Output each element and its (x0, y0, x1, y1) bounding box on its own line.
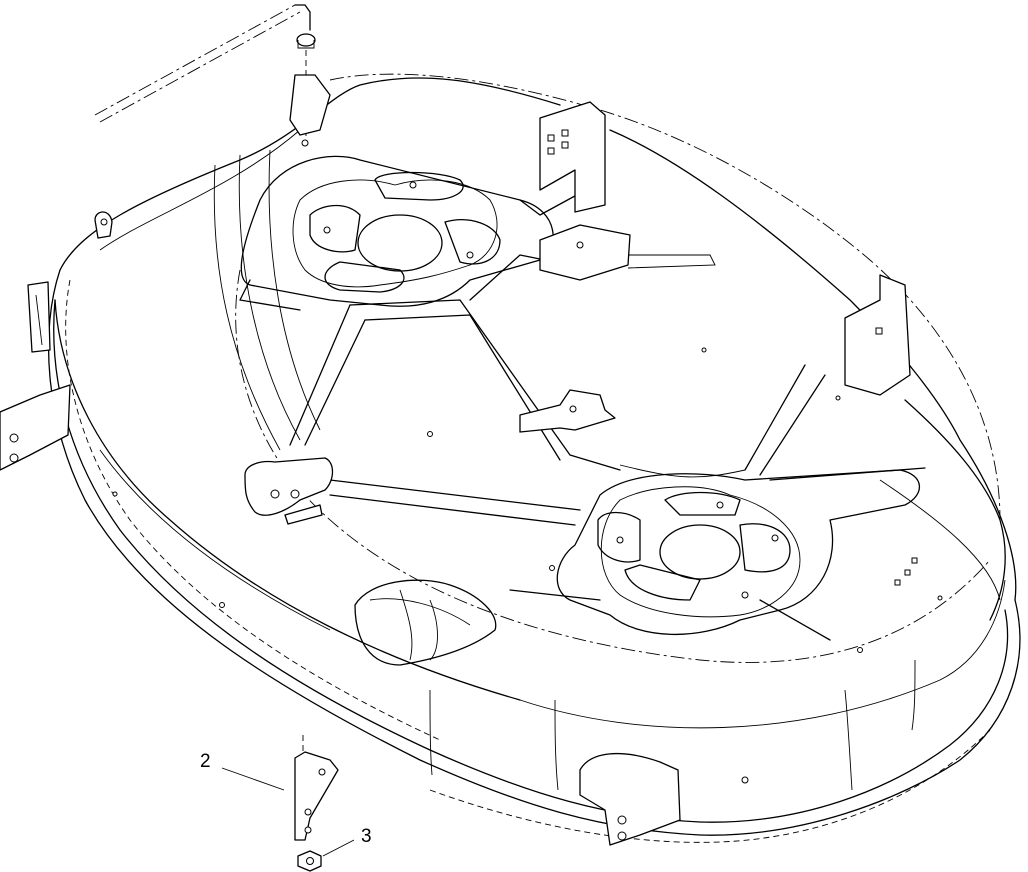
deck-holes (112, 347, 943, 653)
part-3-nut (297, 850, 322, 872)
lift-rod (94, 4, 331, 147)
rear-brackets (244, 101, 911, 525)
callout-2: 2 (200, 751, 285, 791)
deck-shell (47, 73, 1021, 843)
deflector-guard (354, 579, 497, 666)
front-right-mount (579, 752, 749, 846)
callout-3: 3 (322, 826, 372, 857)
upper-spindle-housing (240, 155, 554, 307)
part-2-bracket (294, 735, 339, 841)
deck-ribs (239, 184, 926, 641)
lower-spindle-housing (556, 469, 921, 636)
callout-label-2: 2 (200, 751, 211, 772)
callout-label-3: 3 (361, 826, 372, 847)
left-side-mounts (0, 211, 113, 471)
